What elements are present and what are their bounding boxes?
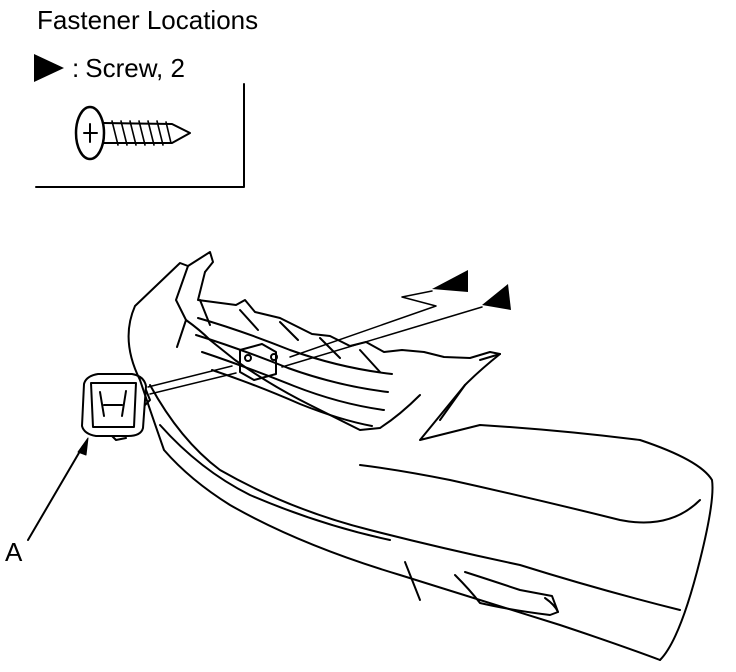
page-title: Fastener Locations: [37, 5, 259, 35]
fastener-legend: : Screw, 2: [34, 52, 185, 84]
legend-separator: :: [72, 52, 80, 83]
screw-marker-icon: [34, 54, 64, 82]
callout-label-a: A: [5, 537, 23, 567]
screw-location-marker-2: [482, 284, 511, 310]
legend-label: Screw, 2: [85, 52, 185, 83]
assembly-leader-lines: [147, 365, 237, 395]
screw-location-marker-1: [432, 270, 468, 292]
emblem-a: [81, 373, 151, 441]
front-bumper: [127, 251, 714, 661]
screw-leader-lines: [281, 290, 483, 368]
callout-arrow-a: [27, 437, 89, 541]
legend-bracket: [35, 83, 245, 188]
screw-icon: [74, 105, 191, 161]
